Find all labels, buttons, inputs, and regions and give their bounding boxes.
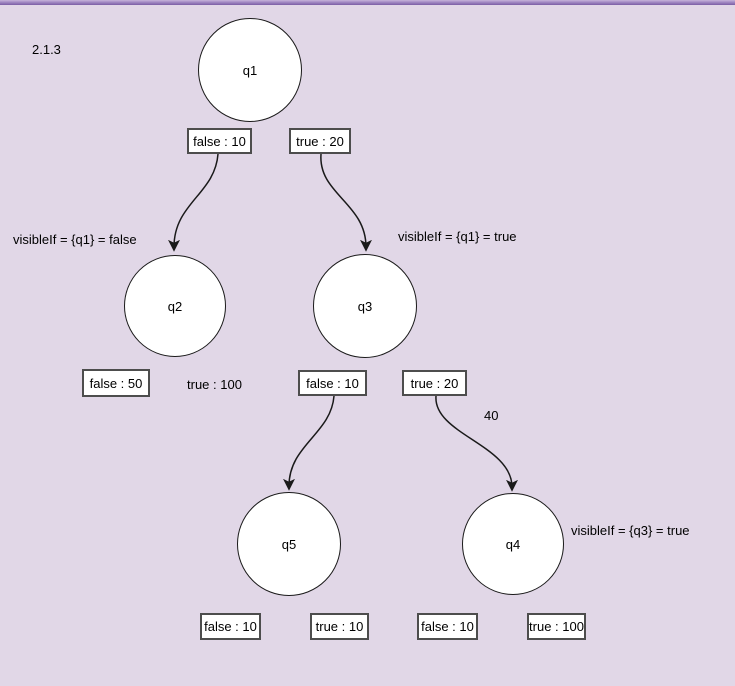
node-q1[interactable]: q1 bbox=[198, 18, 302, 122]
node-q5-label: q5 bbox=[281, 536, 297, 552]
edge-q3-true-to-q4 bbox=[435, 395, 518, 492]
value-box-q2-false[interactable]: false : 50 bbox=[82, 369, 150, 397]
value-box-q3-true[interactable]: true : 20 bbox=[402, 370, 467, 396]
node-q5[interactable]: q5 bbox=[237, 492, 341, 596]
edge-q3-false-to-q5 bbox=[283, 395, 335, 491]
node-q1-label: q1 bbox=[242, 62, 258, 78]
node-q3-label: q3 bbox=[357, 298, 373, 314]
node-q3[interactable]: q3 bbox=[313, 254, 417, 358]
node-q2[interactable]: q2 bbox=[124, 255, 226, 357]
value-label-40: 40 bbox=[484, 408, 499, 423]
annotation-visibleif-q4: visibleIf = {q3} = true bbox=[571, 523, 690, 538]
value-box-q5-true[interactable]: true : 10 bbox=[310, 613, 369, 640]
node-q2-label: q2 bbox=[167, 298, 183, 314]
value-box-q4-false[interactable]: false : 10 bbox=[417, 613, 478, 640]
edge-q1-false-to-q2 bbox=[168, 153, 219, 252]
value-box-q3-false[interactable]: false : 10 bbox=[298, 370, 367, 396]
top-accent-bar bbox=[0, 0, 735, 5]
node-q4[interactable]: q4 bbox=[462, 493, 564, 595]
value-box-q1-false[interactable]: false : 10 bbox=[187, 128, 252, 154]
annotation-visibleif-q2: visibleIf = {q1} = false bbox=[13, 232, 137, 247]
node-q4-label: q4 bbox=[505, 536, 521, 552]
value-box-q5-false[interactable]: false : 10 bbox=[200, 613, 261, 640]
version-label: 2.1.3 bbox=[32, 42, 61, 57]
value-label-q2-true: true : 100 bbox=[187, 377, 242, 392]
value-box-q1-true[interactable]: true : 20 bbox=[289, 128, 351, 154]
value-box-q4-true[interactable]: true : 100 bbox=[527, 613, 586, 640]
edge-q1-true-to-q3 bbox=[320, 153, 372, 252]
annotation-visibleif-q3: visibleIf = {q1} = true bbox=[398, 229, 517, 244]
